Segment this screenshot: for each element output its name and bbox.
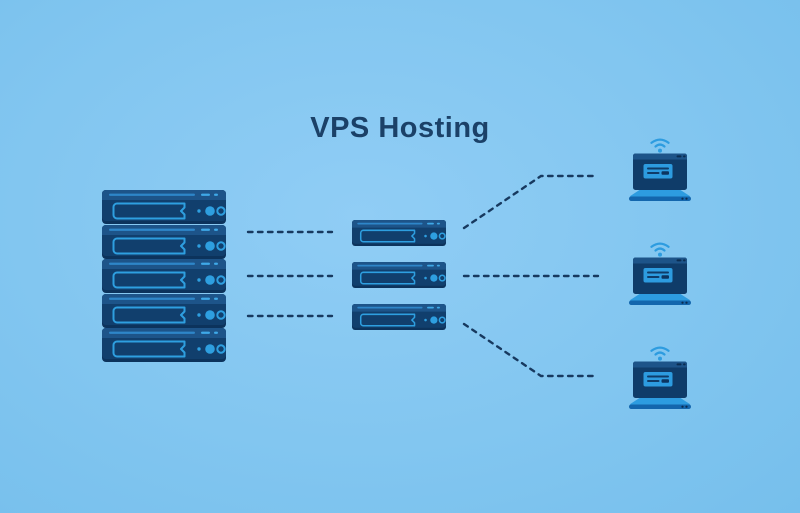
laptop-icon (620, 361, 700, 409)
connector-vps1-to-laptop1 (462, 174, 600, 230)
laptop-icon (620, 153, 700, 201)
client-device (620, 242, 700, 305)
laptop-icon (620, 257, 700, 305)
rack-server-unit-icon (102, 259, 226, 293)
connector-vps3-to-laptop3 (462, 322, 596, 378)
server-rack (102, 190, 226, 362)
wifi-icon (649, 242, 671, 257)
vps-server-icon (352, 262, 446, 288)
vps-servers (352, 220, 446, 330)
client-laptops (620, 138, 700, 409)
client-device (620, 138, 700, 201)
vps-server-icon (352, 220, 446, 246)
rack-server-unit-icon (102, 328, 226, 362)
wifi-icon (649, 138, 671, 153)
rack-server-unit-icon (102, 294, 226, 328)
vps-server-icon (352, 304, 446, 330)
client-device (620, 346, 700, 409)
rack-server-unit-icon (102, 225, 226, 259)
wifi-icon (649, 346, 671, 361)
page-title: VPS Hosting (310, 112, 490, 144)
rack-server-unit-icon (102, 190, 226, 224)
